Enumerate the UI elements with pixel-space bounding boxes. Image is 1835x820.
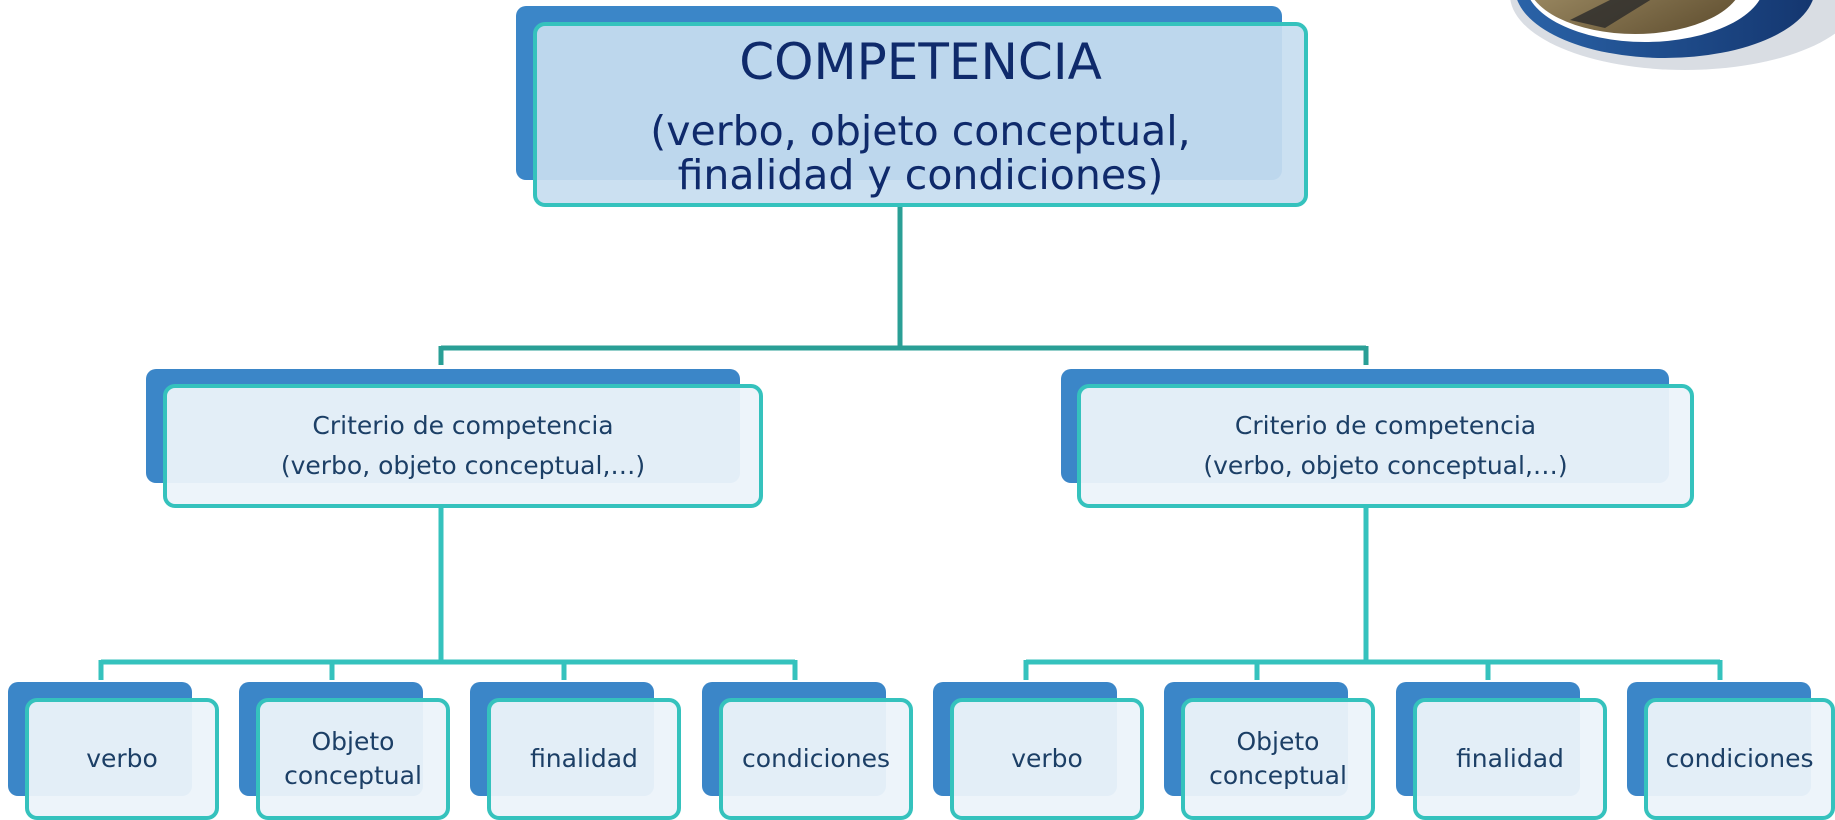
criterion-right-title: Criterio de competencia <box>1234 411 1537 440</box>
component-label: condiciones <box>1665 744 1814 773</box>
root-node-box: COMPETENCIA (verbo, objeto conceptual, f… <box>533 22 1308 207</box>
component-node-box: condiciones <box>1644 698 1835 820</box>
component-node-condiciones-right: condiciones <box>1627 682 1835 820</box>
component-node-objeto-left: Objeto conceptual <box>239 682 450 820</box>
root-subtitle: (verbo, objeto conceptual, finalidad y c… <box>650 109 1190 197</box>
root-subtitle-line-1: (verbo, objeto conceptual, <box>650 106 1191 155</box>
component-node-box: finalidad <box>487 698 681 820</box>
component-node-box: Objeto conceptual <box>1181 698 1375 820</box>
root-subtitle-line-2: finalidad y condiciones) <box>677 150 1164 199</box>
component-node-verbo-right: verbo <box>933 682 1144 820</box>
criterion-node-right-box: Criterio de competencia (verbo, objeto c… <box>1077 384 1694 508</box>
criterion-right-detail: (verbo, objeto conceptual,…) <box>1203 451 1568 480</box>
component-label: verbo <box>86 744 158 773</box>
component-label-line-1: Objeto <box>311 727 395 756</box>
criterion-left-detail: (verbo, objeto conceptual,…) <box>280 451 646 480</box>
component-label: condiciones <box>742 744 890 773</box>
component-node-condiciones-left: condiciones <box>702 682 913 820</box>
component-node-box: finalidad <box>1413 698 1607 820</box>
component-node-finalidad-left: finalidad <box>470 682 681 820</box>
decorative-photo-icon <box>1510 0 1835 70</box>
component-node-verbo-left: verbo <box>8 682 219 820</box>
root-title: COMPETENCIA <box>739 32 1102 91</box>
component-node-box: verbo <box>950 698 1144 820</box>
component-label-line-1: Objeto <box>1236 727 1320 756</box>
criterion-left-title: Criterio de competencia <box>312 411 614 440</box>
component-label-line-2: conceptual <box>284 761 422 790</box>
component-label-line-2: conceptual <box>1209 761 1347 790</box>
criterion-node-left: Criterio de competencia (verbo, objeto c… <box>146 369 763 508</box>
component-node-box: verbo <box>25 698 219 820</box>
component-node-box: Objeto conceptual <box>256 698 450 820</box>
criterion-node-left-box: Criterio de competencia (verbo, objeto c… <box>163 384 763 508</box>
criterion-node-right: Criterio de competencia (verbo, objeto c… <box>1061 369 1694 508</box>
component-node-box: condiciones <box>719 698 913 820</box>
component-label: verbo <box>1011 744 1083 773</box>
component-node-finalidad-right: finalidad <box>1396 682 1607 820</box>
root-node-competencia: COMPETENCIA (verbo, objeto conceptual, f… <box>516 6 1308 207</box>
component-label: finalidad <box>1456 744 1564 773</box>
component-node-objeto-right: Objeto conceptual <box>1164 682 1375 820</box>
component-label: finalidad <box>530 744 638 773</box>
